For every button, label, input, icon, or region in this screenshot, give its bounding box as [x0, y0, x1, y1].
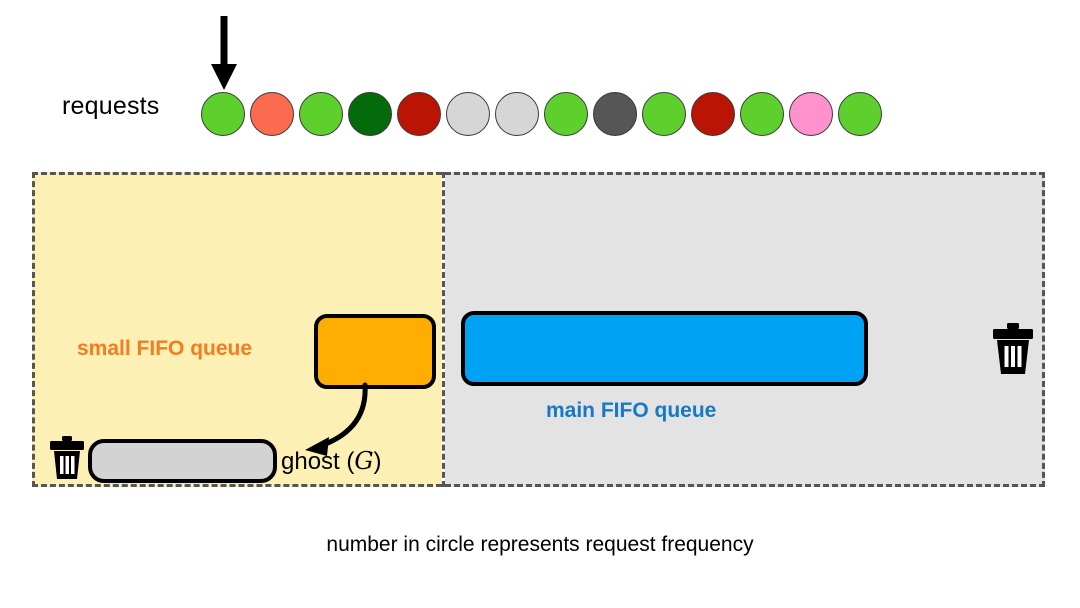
small-fifo-panel: small FIFO queue ghost (G)	[32, 172, 442, 487]
request-circle	[593, 92, 637, 136]
request-circle	[446, 92, 490, 136]
ghost-label-close: )	[373, 448, 382, 475]
main-fifo-panel: main FIFO queue	[445, 172, 1045, 487]
trash-can-icon[interactable]	[992, 323, 1034, 375]
request-circle	[544, 92, 588, 136]
main-fifo-queue-box[interactable]	[461, 311, 868, 386]
request-circle	[642, 92, 686, 136]
main-fifo-queue-label: main FIFO queue	[546, 399, 717, 422]
request-circle	[691, 92, 735, 136]
request-circle	[299, 92, 343, 136]
request-circle	[348, 92, 392, 136]
trash-can-icon[interactable]	[49, 436, 85, 480]
requests-label: requests	[62, 92, 160, 120]
caption: number in circle represents request freq…	[326, 533, 754, 556]
small-fifo-queue-box[interactable]	[314, 314, 436, 389]
request-circle	[250, 92, 294, 136]
request-circle	[838, 92, 882, 136]
cache-panels: small FIFO queue ghost (G) main FIFO que…	[32, 172, 1045, 487]
curved-arrow-icon	[305, 382, 368, 456]
request-circle	[740, 92, 784, 136]
request-circle	[397, 92, 441, 136]
small-fifo-queue-label: small FIFO queue	[77, 337, 253, 360]
request-circle-row	[201, 90, 882, 138]
request-circle	[789, 92, 833, 136]
down-arrow-icon	[211, 16, 237, 90]
ghost-queue-box[interactable]	[88, 439, 277, 483]
ghost-label: ghost (G)	[281, 447, 382, 476]
request-circle	[201, 92, 245, 136]
panel-divider	[442, 172, 445, 487]
request-circle	[495, 92, 539, 136]
ghost-label-text: ghost (	[281, 448, 355, 475]
ghost-symbol: G	[354, 447, 374, 475]
